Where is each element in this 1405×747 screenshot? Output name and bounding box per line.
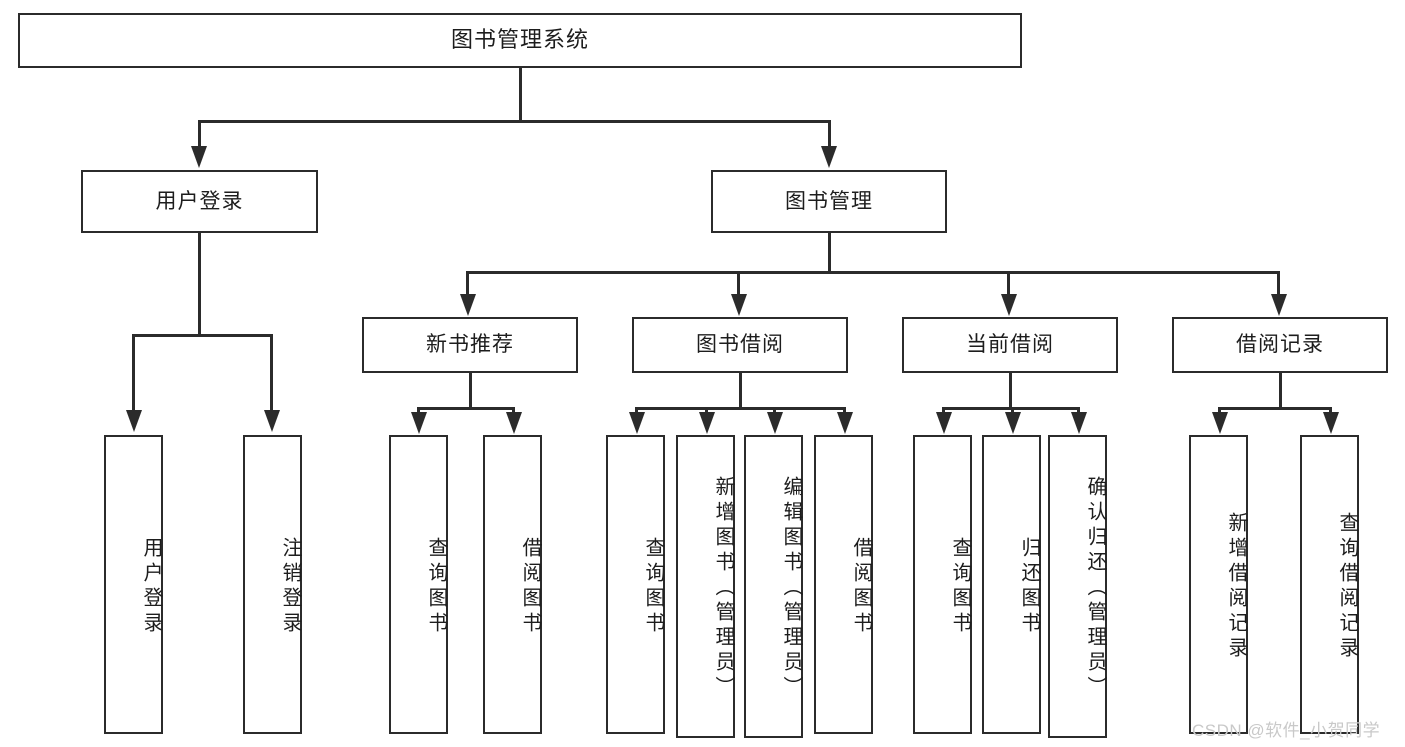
arrow-cb-leaf3 <box>1071 412 1087 434</box>
node-new-book-recommend[interactable]: 新书推荐 <box>362 317 578 373</box>
node-label: 用户登录 <box>155 189 244 213</box>
edge-borrow-record-bar <box>1219 407 1331 410</box>
arrow-cb-leaf2 <box>1005 412 1021 434</box>
arrow-to-new-book-recommend <box>460 294 476 316</box>
edge-to-current-borrow <box>1007 271 1010 297</box>
leaf-bb-borrow-book[interactable]: 借阅图书 <box>814 435 873 734</box>
leaf-user-login-logout[interactable]: 注销登录 <box>243 435 302 734</box>
node-current-borrow[interactable]: 当前借阅 <box>902 317 1118 373</box>
edge-new-book-recommend-bar <box>418 407 515 410</box>
edge-to-book-borrow <box>737 271 740 297</box>
node-label: 新增图书（管理员） <box>712 476 734 701</box>
edge-user-login-trunk <box>198 233 201 336</box>
leaf-nbr-borrow-book[interactable]: 借阅图书 <box>483 435 542 734</box>
arrow-cb-leaf1 <box>936 412 952 434</box>
node-label: 图书借阅 <box>696 333 784 357</box>
arrow-to-current-borrow <box>1001 294 1017 316</box>
arrow-bb-leaf2 <box>699 412 715 434</box>
edge-user-login-leaf1 <box>132 334 135 412</box>
arrow-user-login-leaf1 <box>126 410 142 432</box>
node-user-login[interactable]: 用户登录 <box>81 170 318 233</box>
node-root-book-management-system[interactable]: 图书管理系统 <box>18 13 1022 68</box>
arrow-bb-leaf1 <box>629 412 645 434</box>
arrow-br-leaf2 <box>1323 412 1339 434</box>
arrow-to-book-borrow <box>731 294 747 316</box>
leaf-cb-query-book[interactable]: 查询图书 <box>913 435 972 734</box>
arrow-nbr-leaf2 <box>506 412 522 434</box>
node-label: 查询借阅记录 <box>1336 511 1358 662</box>
node-label: 图书管理系统 <box>450 27 589 53</box>
leaf-cb-confirm-return-admin[interactable]: 确认归还（管理员） <box>1048 435 1107 738</box>
node-label: 注销登录 <box>279 536 301 637</box>
arrow-bb-leaf3 <box>767 412 783 434</box>
node-label: 归还图书 <box>1018 536 1040 637</box>
node-label: 当前借阅 <box>966 333 1054 357</box>
node-label: 新书推荐 <box>426 333 514 357</box>
edge-to-borrow-record <box>1277 271 1280 297</box>
node-book-borrow[interactable]: 图书借阅 <box>632 317 848 373</box>
edge-new-book-recommend-trunk <box>469 373 472 409</box>
node-label: 新增借阅记录 <box>1225 511 1247 662</box>
node-label: 确认归还（管理员） <box>1084 476 1106 701</box>
arrow-bb-leaf4 <box>837 412 853 434</box>
node-label: 借阅图书 <box>850 536 872 637</box>
node-label: 编辑图书（管理员） <box>780 476 802 701</box>
edge-root-trunk <box>519 68 522 122</box>
edge-to-user-login <box>198 120 201 150</box>
arrow-user-login-leaf2 <box>264 410 280 432</box>
edge-to-new-book-recommend <box>466 271 469 297</box>
arrow-to-user-login <box>191 146 207 168</box>
watermark: CSDN @软件_小贺同学 <box>1192 721 1381 740</box>
edge-book-management-trunk <box>828 233 831 273</box>
leaf-user-login-login[interactable]: 用户登录 <box>104 435 163 734</box>
node-label: 查询图书 <box>949 536 971 637</box>
leaf-nbr-query-book[interactable]: 查询图书 <box>389 435 448 734</box>
edge-book-borrow-bar <box>636 407 846 410</box>
node-label: 用户登录 <box>140 536 162 637</box>
edge-level2-bar <box>199 120 831 123</box>
leaf-bb-edit-book-admin[interactable]: 编辑图书（管理员） <box>744 435 803 738</box>
leaf-br-query-record[interactable]: 查询借阅记录 <box>1300 435 1359 734</box>
leaf-br-add-record[interactable]: 新增借阅记录 <box>1189 435 1248 734</box>
node-label: 借阅图书 <box>519 536 541 637</box>
leaf-bb-query-book[interactable]: 查询图书 <box>606 435 665 734</box>
edge-user-login-leaf2 <box>270 334 273 412</box>
node-borrow-record[interactable]: 借阅记录 <box>1172 317 1388 373</box>
edge-borrow-record-trunk <box>1279 373 1282 409</box>
arrow-nbr-leaf1 <box>411 412 427 434</box>
edge-book-borrow-trunk <box>739 373 742 409</box>
node-label: 查询图书 <box>425 536 447 637</box>
node-label: 图书管理 <box>785 189 873 213</box>
arrow-to-book-management <box>821 146 837 168</box>
arrow-br-leaf1 <box>1212 412 1228 434</box>
node-label: 借阅记录 <box>1236 333 1324 357</box>
edge-level3-bar <box>467 271 1279 274</box>
node-label: 查询图书 <box>642 536 664 637</box>
node-book-management[interactable]: 图书管理 <box>711 170 947 233</box>
edge-current-borrow-trunk <box>1009 373 1012 409</box>
edge-to-book-management <box>828 120 831 150</box>
leaf-bb-add-book-admin[interactable]: 新增图书（管理员） <box>676 435 735 738</box>
leaf-cb-return-book[interactable]: 归还图书 <box>982 435 1041 734</box>
edge-user-login-bar <box>132 334 272 337</box>
arrow-to-borrow-record <box>1271 294 1287 316</box>
